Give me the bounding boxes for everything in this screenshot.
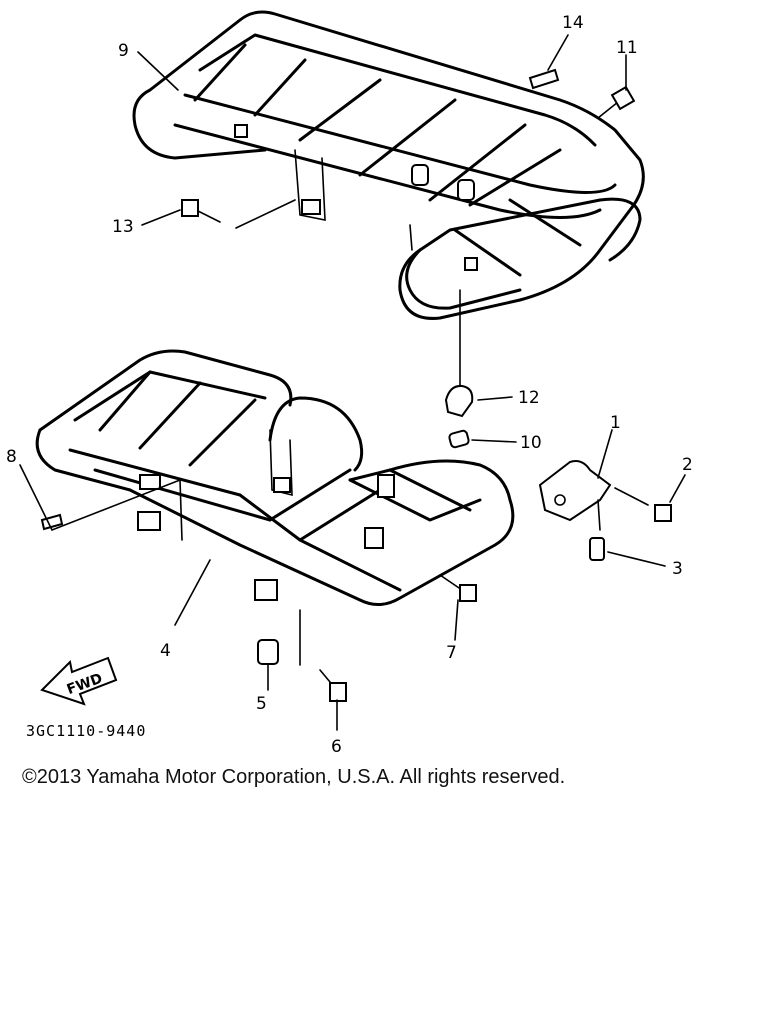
callout-8: 8 bbox=[6, 447, 17, 467]
front-carrier-rack bbox=[132, 10, 645, 320]
callout-10: 10 bbox=[520, 433, 542, 453]
bolt-7 bbox=[439, 574, 477, 602]
callout-3: 3 bbox=[672, 559, 683, 579]
diagram-code: 3GC1110-9440 bbox=[26, 722, 146, 740]
label-8 bbox=[40, 513, 64, 531]
callout-labels: 9 14 11 13 12 1 10 2 8 3 4 7 5 6 bbox=[6, 13, 693, 757]
fwd-arrow: FWD bbox=[40, 656, 118, 706]
copyright-notice: ©2013 Yamaha Motor Corporation, U.S.A. A… bbox=[22, 766, 566, 788]
callout-4: 4 bbox=[160, 641, 171, 661]
bolt-11 bbox=[597, 85, 636, 119]
bolt-3 bbox=[589, 537, 605, 561]
callout-13: 13 bbox=[112, 217, 134, 237]
parts-diagram: 9 14 11 13 12 1 10 2 8 3 4 7 5 6 FWD 3GC… bbox=[6, 10, 693, 757]
callout-7: 7 bbox=[446, 643, 457, 663]
callout-2: 2 bbox=[682, 455, 693, 475]
collar-10 bbox=[448, 429, 470, 449]
callout-5: 5 bbox=[256, 694, 267, 714]
callout-1: 1 bbox=[610, 413, 621, 433]
bolt-2 bbox=[614, 487, 672, 522]
label-14 bbox=[528, 68, 560, 90]
callout-6: 6 bbox=[331, 737, 342, 757]
collar-5 bbox=[257, 639, 279, 665]
callout-9: 9 bbox=[118, 41, 129, 61]
leader-lines bbox=[19, 34, 686, 731]
bracket-1 bbox=[538, 460, 612, 531]
callout-12: 12 bbox=[518, 388, 540, 408]
clamp-12 bbox=[444, 384, 474, 418]
bolt-13 bbox=[181, 199, 221, 223]
bolt-6 bbox=[319, 669, 347, 702]
callout-11: 11 bbox=[616, 38, 638, 58]
clamp-on-rack bbox=[411, 164, 475, 201]
callout-14: 14 bbox=[562, 13, 584, 33]
rear-carrier-rack bbox=[35, 349, 515, 606]
